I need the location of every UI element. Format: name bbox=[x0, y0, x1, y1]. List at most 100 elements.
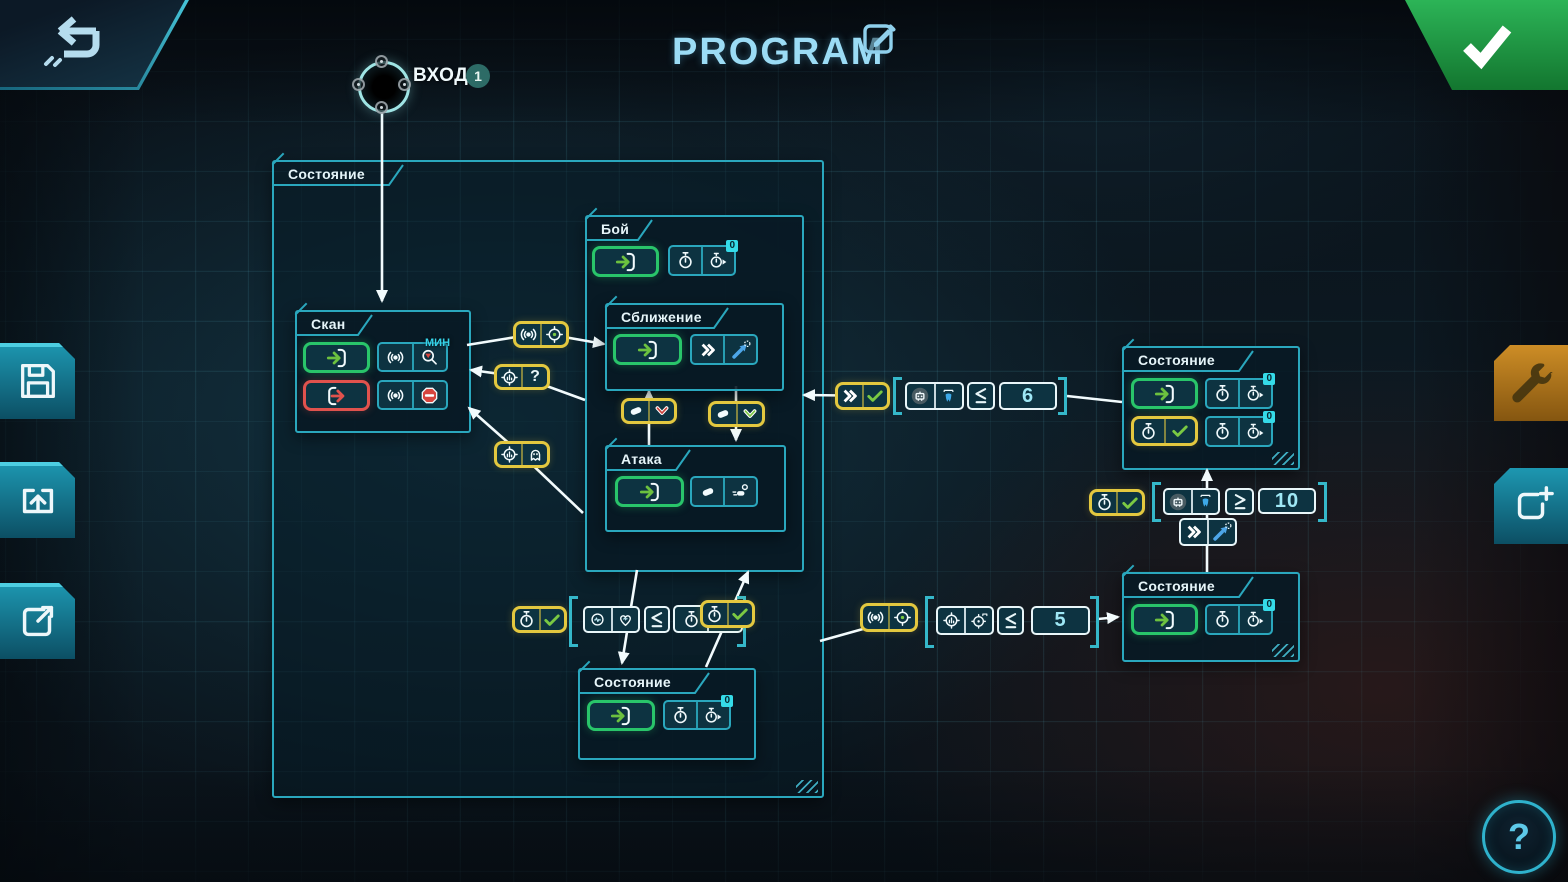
cell[interactable] bbox=[723, 336, 756, 363]
cell[interactable]: 10 bbox=[1260, 490, 1314, 512]
cell[interactable] bbox=[1207, 606, 1238, 633]
save-button[interactable] bbox=[0, 343, 75, 419]
action-pair[interactable] bbox=[905, 382, 964, 410]
condition-node[interactable] bbox=[621, 398, 677, 424]
cell[interactable] bbox=[411, 344, 447, 370]
cell[interactable] bbox=[1163, 419, 1196, 443]
cell[interactable] bbox=[538, 609, 565, 630]
cell[interactable]: 0 bbox=[696, 695, 733, 728]
value-node[interactable]: 5 bbox=[1031, 606, 1090, 635]
action-pair[interactable] bbox=[936, 606, 994, 635]
bracket-open[interactable] bbox=[1152, 482, 1161, 522]
cell[interactable] bbox=[907, 384, 934, 408]
enter-action-button[interactable] bbox=[303, 342, 370, 373]
condition-node[interactable] bbox=[1131, 416, 1198, 446]
comparator-node[interactable] bbox=[997, 606, 1024, 635]
bracket-open[interactable] bbox=[893, 377, 902, 415]
action-pair[interactable]: 0 bbox=[1205, 373, 1275, 409]
cell[interactable] bbox=[938, 608, 964, 633]
action-pair[interactable] bbox=[690, 334, 758, 365]
action-pair[interactable] bbox=[690, 476, 758, 507]
bracket-open[interactable] bbox=[569, 596, 578, 647]
cell[interactable] bbox=[863, 606, 888, 629]
cell[interactable] bbox=[1181, 520, 1207, 544]
cell[interactable] bbox=[411, 382, 447, 408]
edit-title-button[interactable] bbox=[862, 19, 900, 62]
condition-node[interactable] bbox=[494, 441, 550, 468]
cell[interactable] bbox=[1207, 380, 1238, 407]
action-pair[interactable] bbox=[583, 606, 640, 633]
cell[interactable] bbox=[933, 384, 963, 408]
cell[interactable] bbox=[610, 608, 639, 631]
cell[interactable] bbox=[585, 608, 611, 631]
cell[interactable] bbox=[1134, 419, 1164, 443]
action-pair[interactable]: 0 bbox=[663, 695, 733, 730]
cell[interactable] bbox=[1165, 490, 1191, 513]
cell[interactable] bbox=[838, 385, 862, 407]
cell[interactable] bbox=[692, 478, 723, 505]
cell[interactable] bbox=[379, 344, 412, 370]
condition-node[interactable] bbox=[860, 603, 918, 632]
bracket-close[interactable] bbox=[1090, 596, 1099, 648]
cell[interactable] bbox=[665, 702, 696, 728]
cell[interactable]: 6 bbox=[1001, 384, 1055, 408]
cell[interactable] bbox=[1116, 492, 1142, 513]
help-button[interactable]: ? bbox=[1482, 800, 1556, 874]
tools-button[interactable] bbox=[1494, 345, 1568, 421]
condition-node[interactable] bbox=[513, 321, 569, 348]
cell[interactable] bbox=[648, 401, 674, 421]
comparator-node[interactable] bbox=[644, 606, 670, 633]
cell[interactable]: 0 bbox=[701, 240, 738, 274]
cell[interactable] bbox=[1092, 492, 1116, 513]
import-button[interactable] bbox=[0, 462, 75, 538]
cell[interactable]: 0 bbox=[1238, 599, 1275, 633]
comparator-node[interactable] bbox=[1225, 488, 1254, 515]
exit-action-button[interactable] bbox=[303, 380, 370, 411]
cell[interactable] bbox=[711, 404, 736, 424]
cell[interactable] bbox=[964, 608, 992, 633]
cell[interactable] bbox=[969, 384, 993, 408]
cell[interactable] bbox=[521, 444, 547, 465]
condition-node[interactable] bbox=[835, 382, 890, 410]
cell[interactable] bbox=[1190, 490, 1219, 513]
action-pair[interactable]: 0 bbox=[1205, 411, 1275, 447]
enter-action-button[interactable] bbox=[615, 476, 684, 507]
condition-node[interactable] bbox=[512, 606, 567, 633]
cell[interactable] bbox=[515, 609, 539, 630]
enter-action-button[interactable] bbox=[1131, 604, 1198, 635]
cell[interactable] bbox=[540, 324, 566, 345]
cell[interactable] bbox=[735, 404, 763, 424]
condition-node[interactable] bbox=[708, 401, 765, 427]
condition-node[interactable]: ? bbox=[494, 364, 550, 390]
cell[interactable] bbox=[703, 603, 727, 625]
cell[interactable] bbox=[675, 607, 707, 631]
add-node-button[interactable] bbox=[1494, 468, 1568, 544]
cell[interactable] bbox=[999, 608, 1022, 633]
action-pair[interactable]: 0 bbox=[668, 240, 738, 276]
cell[interactable]: ? bbox=[521, 367, 547, 387]
bracket-open[interactable] bbox=[925, 596, 934, 648]
cell[interactable] bbox=[497, 367, 521, 387]
value-node[interactable]: 6 bbox=[999, 382, 1057, 410]
value-node[interactable]: 10 bbox=[1258, 488, 1316, 514]
action-pair[interactable] bbox=[377, 342, 448, 372]
cell[interactable] bbox=[888, 606, 915, 629]
cell[interactable] bbox=[1207, 520, 1235, 544]
back-button[interactable] bbox=[0, 0, 189, 90]
cell[interactable] bbox=[379, 382, 412, 408]
cell[interactable] bbox=[497, 444, 521, 465]
action-pair[interactable]: 0 bbox=[1205, 599, 1275, 635]
enter-action-button[interactable] bbox=[613, 334, 682, 365]
comparator-node[interactable] bbox=[967, 382, 995, 410]
cell[interactable] bbox=[1227, 490, 1252, 513]
cell[interactable] bbox=[861, 385, 888, 407]
enter-action-button[interactable] bbox=[592, 246, 659, 277]
enter-action-button[interactable] bbox=[587, 700, 655, 731]
action-pair[interactable] bbox=[377, 380, 448, 410]
entry-node[interactable] bbox=[352, 55, 411, 114]
export-button[interactable] bbox=[0, 583, 75, 659]
cell[interactable]: 0 bbox=[1238, 373, 1275, 407]
cell[interactable] bbox=[726, 603, 753, 625]
cell[interactable] bbox=[646, 608, 668, 631]
bracket-close[interactable] bbox=[1058, 377, 1067, 415]
